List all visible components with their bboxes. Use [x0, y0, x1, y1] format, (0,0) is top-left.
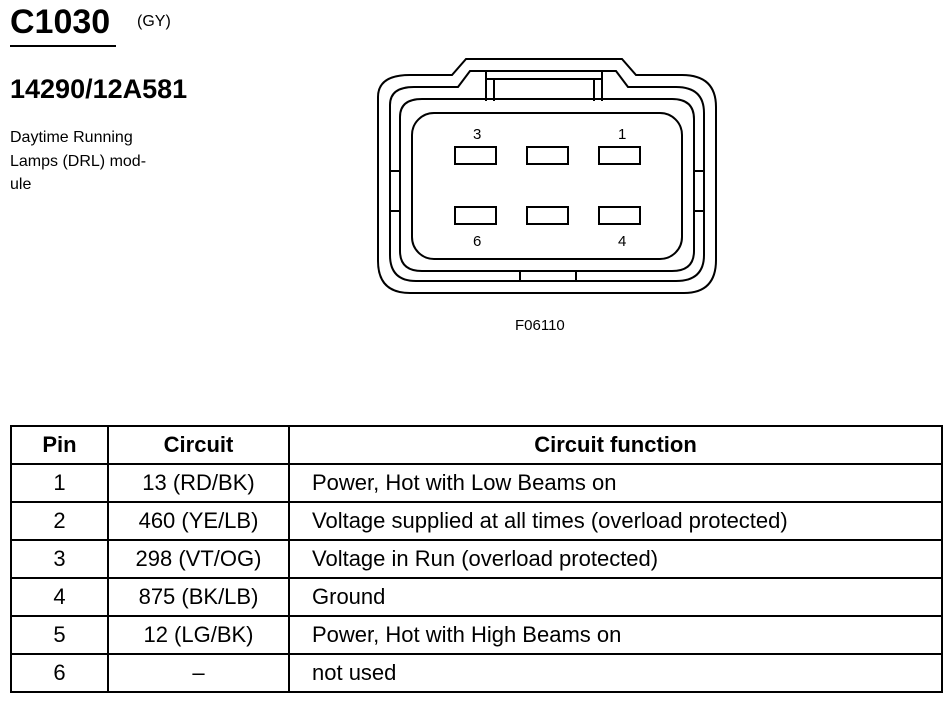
table-row: 5 12 (LG/BK) Power, Hot with High Beams … — [10, 615, 943, 655]
header-circuit-function: Circuit function — [288, 425, 943, 465]
pin-2 — [526, 146, 569, 165]
pin-6 — [454, 206, 497, 225]
connector-seal-outline — [399, 98, 695, 272]
pin-label-4: 4 — [618, 233, 626, 250]
header-circuit: Circuit — [107, 425, 290, 465]
connector-color: (GY) — [137, 13, 171, 30]
pin-label-1: 1 — [618, 126, 626, 143]
header-pin: Pin — [10, 425, 109, 465]
table-row: 2 460 (YE/LB) Voltage supplied at all ti… — [10, 501, 943, 541]
connector-outer-housing — [377, 58, 717, 294]
cell-circuit: – — [107, 653, 290, 693]
connector-face-diagram: 3 1 6 4 — [377, 58, 717, 294]
right-side-rib — [694, 170, 704, 212]
figure-code: F06110 — [515, 317, 565, 334]
part-number: 14290/12A581 — [10, 74, 188, 104]
connector-id: C1030 — [10, 3, 111, 41]
table-header-row: Pin Circuit Circuit function — [10, 425, 943, 465]
latch-tab — [485, 71, 603, 101]
cell-function: Voltage supplied at all times (overload … — [288, 501, 943, 541]
cell-function: Voltage in Run (overload protected) — [288, 539, 943, 579]
cell-pin: 4 — [10, 577, 109, 617]
pin-4 — [598, 206, 641, 225]
connector-id-underline — [10, 45, 116, 47]
cell-pin: 3 — [10, 539, 109, 579]
cell-circuit: 12 (LG/BK) — [107, 615, 290, 655]
pin-table: Pin Circuit Circuit function 1 13 (RD/BK… — [10, 425, 943, 693]
cell-function: not used — [288, 653, 943, 693]
table-row: 3 298 (VT/OG) Voltage in Run (overload p… — [10, 539, 943, 579]
description-line: ule — [10, 176, 32, 193]
description-line: Daytime Running — [10, 129, 133, 146]
pin-cavity — [411, 112, 683, 260]
cell-function: Ground — [288, 577, 943, 617]
left-side-rib — [390, 170, 400, 212]
table-row: 1 13 (RD/BK) Power, Hot with Low Beams o… — [10, 463, 943, 503]
cell-pin: 2 — [10, 501, 109, 541]
component-description: Daytime Running Lamps (DRL) mod- ule — [10, 126, 180, 197]
connector-inner-housing — [389, 70, 705, 282]
bottom-key — [519, 271, 577, 281]
cell-pin: 6 — [10, 653, 109, 693]
pin-3 — [454, 146, 497, 165]
table-row: 6 – not used — [10, 653, 943, 693]
cell-circuit: 875 (BK/LB) — [107, 577, 290, 617]
cell-circuit: 13 (RD/BK) — [107, 463, 290, 503]
cell-circuit: 460 (YE/LB) — [107, 501, 290, 541]
cell-circuit: 298 (VT/OG) — [107, 539, 290, 579]
pin-label-6: 6 — [473, 233, 481, 250]
description-line: Lamps (DRL) mod- — [10, 152, 147, 170]
pin-label-3: 3 — [473, 126, 481, 143]
cell-pin: 1 — [10, 463, 109, 503]
table-row: 4 875 (BK/LB) Ground — [10, 577, 943, 617]
cell-function: Power, Hot with Low Beams on — [288, 463, 943, 503]
cell-pin: 5 — [10, 615, 109, 655]
cell-function: Power, Hot with High Beams on — [288, 615, 943, 655]
pin-1 — [598, 146, 641, 165]
pin-5 — [526, 206, 569, 225]
